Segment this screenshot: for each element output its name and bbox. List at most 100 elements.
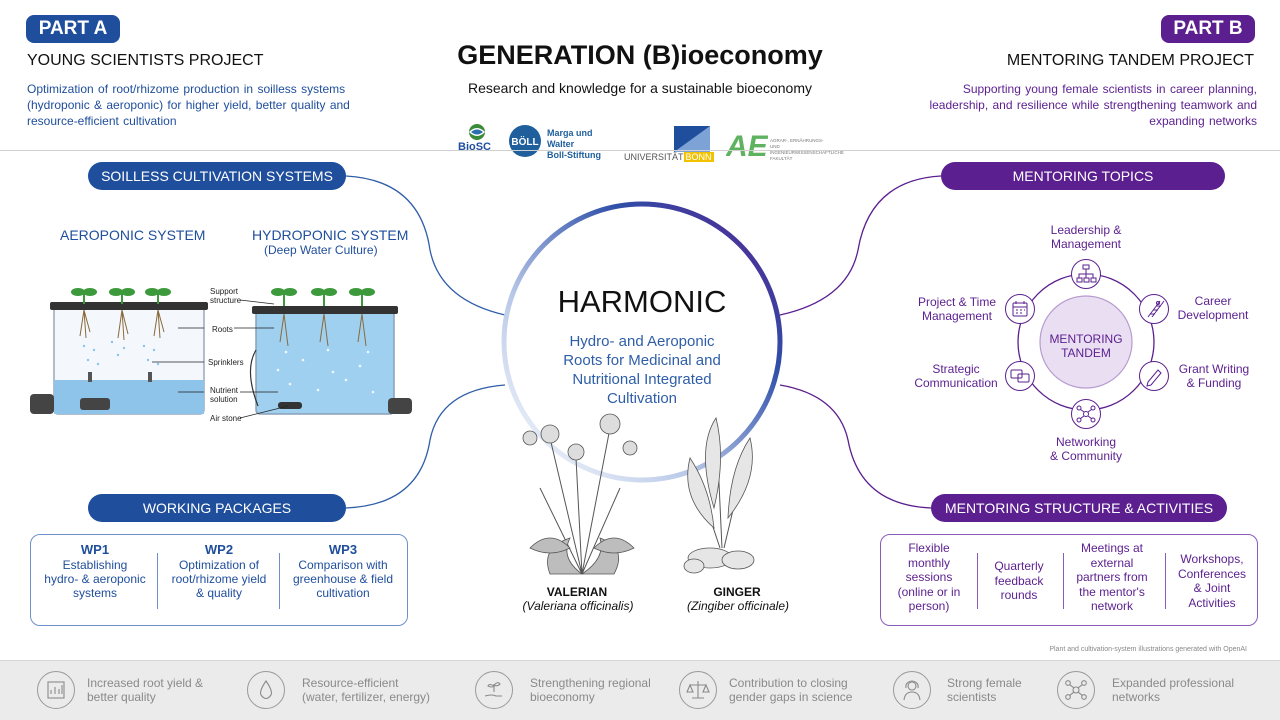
svg-text:BÖLL: BÖLL <box>511 135 538 148</box>
mentoring-structure-box: Flexible monthly sessions (online or in … <box>880 534 1258 626</box>
wp-line: hydro- & aeroponic <box>44 572 146 586</box>
boll-stiftung-logo: BÖLL Marga und Walter Boll-Stiftung <box>508 124 620 160</box>
wp-separator <box>279 553 280 609</box>
structure-line: the mentor's <box>1079 584 1145 599</box>
harmonic-desc-line: Roots for Medicinal and <box>563 352 721 369</box>
part-b-title: MENTORING TANDEM PROJECT <box>1006 52 1254 69</box>
label-support-structure: Support structure <box>210 287 241 305</box>
footer-line: better quality <box>87 690 156 704</box>
topic-line: Management <box>1050 237 1122 251</box>
structure-line: feedback <box>994 573 1044 588</box>
wp1: WP1 Establishing hydro- & aeroponic syst… <box>35 542 155 601</box>
structure-external-meetings: Meetings at external partners from the m… <box>1065 541 1159 614</box>
scale-icon <box>679 671 717 709</box>
footer-line: bioeconomy <box>530 690 595 704</box>
structure-separator <box>1063 553 1064 609</box>
topic-strategic: Strategic Communication <box>906 362 1006 390</box>
ginger-label: GINGER <box>713 585 761 599</box>
header-divider <box>0 150 1280 151</box>
structure-line: Meetings at <box>1080 541 1144 555</box>
label-roots: Roots <box>212 325 233 334</box>
chat-bubbles-icon <box>1005 361 1035 391</box>
topic-grant: Grant Writing & Funding <box>1170 362 1258 390</box>
footer-line: Strengthening regional <box>530 676 651 690</box>
structure-separator <box>977 553 978 609</box>
wp-line: greenhouse & field <box>292 572 394 586</box>
harmonic-title: HARMONIC <box>557 284 727 319</box>
wp-id: WP1 <box>80 542 110 557</box>
aeroponic-label: AEROPONIC SYSTEM <box>60 227 206 243</box>
label-line: solution <box>210 395 238 404</box>
valerian-label: VALERIAN <box>546 585 608 599</box>
agf-text: AGRAR-, ERNÄHRUNGS- UND INGENIEURWISSENS… <box>770 138 844 161</box>
bar-chart-icon <box>37 671 75 709</box>
boll-text-line: Boll-Stiftung <box>547 150 601 160</box>
footer-line: gender gaps in science <box>729 690 853 704</box>
topic-line: Leadership & <box>1050 223 1122 237</box>
part-b-description: Supporting young female scientists in ca… <box>877 81 1257 129</box>
footer-text: Expanded professional networks <box>1112 676 1234 704</box>
part-b-desc-line: expanding networks <box>1149 114 1257 128</box>
footer-text: Contribution to closing gender gaps in s… <box>729 676 852 704</box>
part-a-desc-line: resource-efficient cultivation <box>27 114 177 128</box>
connector-structure <box>779 384 932 509</box>
center-label-line: TANDEM <box>1061 346 1111 360</box>
wp-line: cultivation <box>316 586 370 600</box>
center-label-line: MENTORING <box>1049 332 1123 346</box>
topic-line: Project & Time <box>917 295 997 309</box>
wp-id: WP3 <box>328 542 358 557</box>
mentoring-topics-header: MENTORING TOPICS <box>941 162 1225 190</box>
part-b-badge: PART B <box>1161 15 1255 43</box>
mentoring-tandem-center: MENTORING TANDEM <box>1036 332 1136 360</box>
structure-line: Activities <box>1188 595 1236 610</box>
topic-line: Strategic <box>932 362 980 376</box>
wp3: WP3 Comparison with greenhouse & field c… <box>283 542 403 601</box>
part-b-desc-line: leadership, and resilience while strengt… <box>929 98 1257 112</box>
central-ring <box>501 201 783 483</box>
network-icon <box>1071 399 1101 429</box>
topic-project-time: Project & Time Management <box>906 295 1008 323</box>
topic-line: Career <box>1194 294 1232 308</box>
label-sprinklers: Sprinklers <box>208 358 244 367</box>
part-a-title: YOUNG SCIENTISTS PROJECT <box>27 52 264 69</box>
part-b-desc-line: Supporting young female scientists in ca… <box>962 82 1257 96</box>
bonn-text-2: BONN <box>683 152 714 162</box>
connector-topics <box>779 175 942 316</box>
hand-plant-icon <box>475 671 513 709</box>
illustration-credit: Plant and cultivation-system illustratio… <box>1049 646 1247 653</box>
agf-faculty-logo: AEI AGRAR-, ERNÄHRUNGS- UND INGENIEURWIS… <box>725 126 844 163</box>
topic-line: Management <box>921 309 993 323</box>
structure-line: external <box>1090 555 1134 570</box>
impact-footer: Increased root yield & better quality Re… <box>0 660 1280 720</box>
footer-line: Resource-efficient <box>302 676 399 690</box>
water-drop-icon <box>247 671 285 709</box>
hydroponic-sublabel: (Deep Water Culture) <box>264 243 378 257</box>
footer-line: (water, fertilizer, energy) <box>302 690 431 704</box>
structure-line: Workshops, <box>1180 552 1244 566</box>
ginger-latin: (Zingiber officinale) <box>686 599 790 613</box>
topic-line: Grant Writing <box>1178 362 1250 376</box>
wp-line: root/rhizome yield <box>171 572 267 586</box>
harmonic-desc-line: Cultivation <box>606 390 678 407</box>
footer-line: Strong female <box>947 676 1022 690</box>
footer-text: Resource-efficient (water, fertilizer, e… <box>302 676 430 704</box>
label-line: Nutrient <box>210 386 239 395</box>
topic-leadership: Leadership & Management <box>1036 223 1136 251</box>
topic-line: Communication <box>914 376 998 390</box>
structure-line: Quarterly <box>994 559 1044 573</box>
topic-networking: Networking & Community <box>1036 435 1136 463</box>
part-a-description: Optimization of root/rhizome production … <box>27 81 350 129</box>
plants-illustration <box>522 413 755 575</box>
topic-line: & Community <box>1049 449 1123 463</box>
hydroponic-label: HYDROPONIC SYSTEM <box>252 227 409 243</box>
footer-line: Expanded professional <box>1112 676 1235 690</box>
structure-line: & Joint <box>1193 581 1231 595</box>
part-a-badge: PART A <box>26 15 120 43</box>
wp-line: Comparison with <box>298 558 388 572</box>
wp-line: Establishing <box>62 558 128 572</box>
structure-monthly-sessions: Flexible monthly sessions (online or in … <box>885 541 973 614</box>
wp-line: & quality <box>195 586 243 600</box>
topic-line: Development <box>1177 308 1249 322</box>
